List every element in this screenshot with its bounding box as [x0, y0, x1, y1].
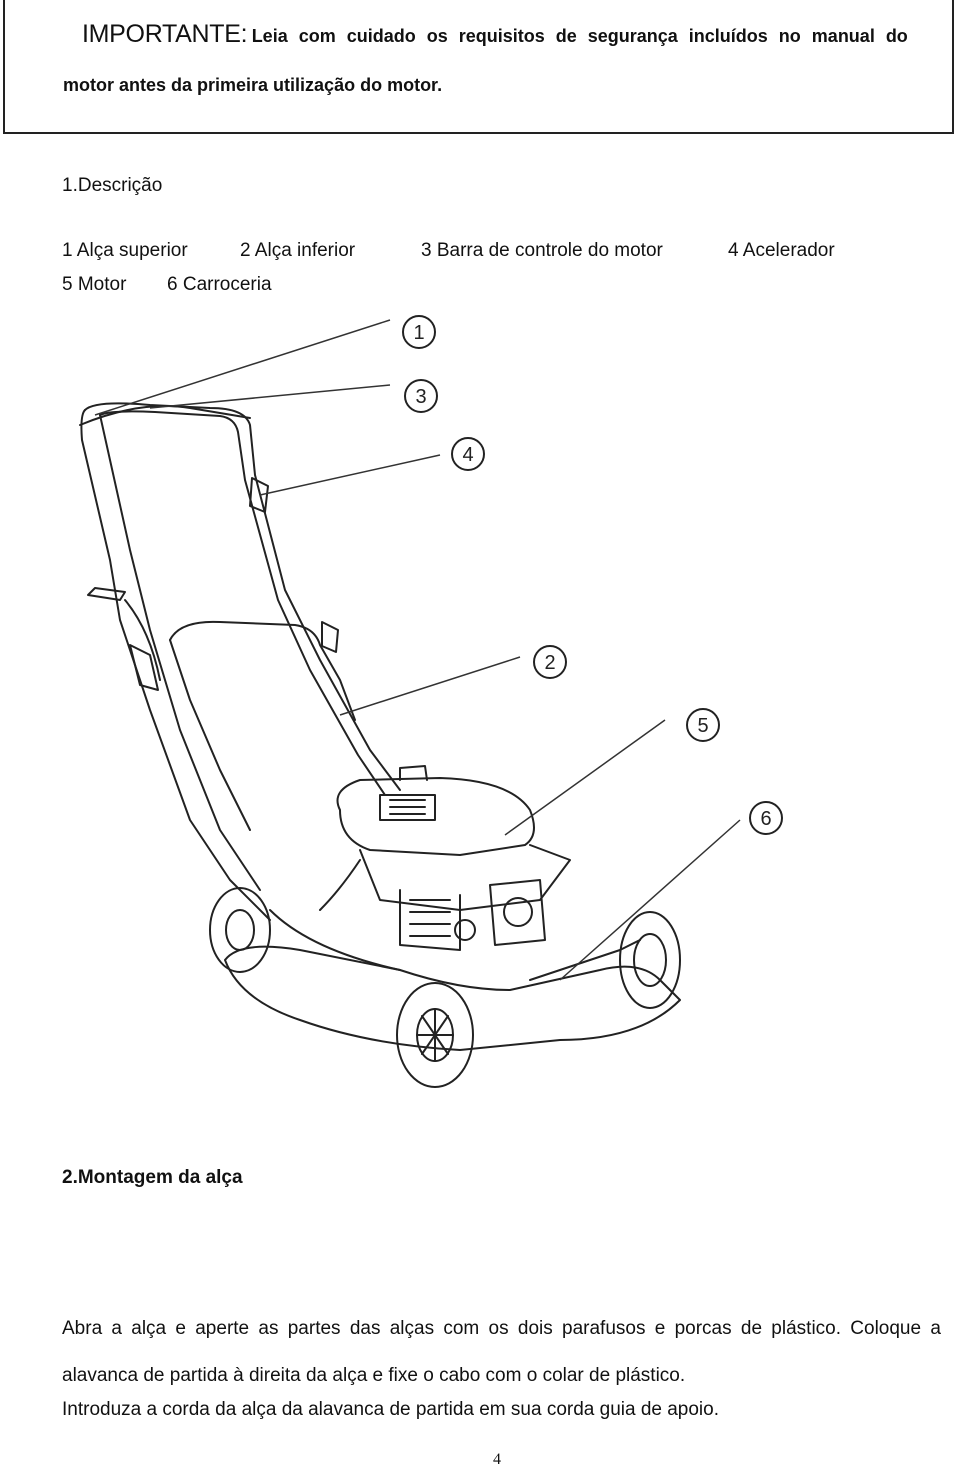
callout-3-label: 3 [415, 386, 426, 408]
engine-control-bar [79, 405, 251, 426]
front-right-wheel [619, 911, 681, 1009]
notice-line-2: motor antes da primeira utilização do mo… [63, 75, 443, 95]
parts-list-row-1: 1 Alça superior 2 Alça inferior 3 Barra de… [62, 240, 835, 262]
part-2: 2 Alça inferior [240, 240, 356, 261]
callout-2: 2 [533, 645, 567, 679]
callout-5: 5 [686, 708, 720, 742]
parts-list-row-2: 5 Motor 6 Carroceria [62, 274, 272, 296]
section-2-title: 2.Montagem da alça [62, 1167, 243, 1188]
part-4: 4 Acelerador [728, 240, 835, 261]
section-1-title: 1.Descrição [62, 175, 163, 196]
part-5: 5 Motor [62, 274, 127, 295]
callout-6: 6 [749, 801, 783, 835]
lower-handle [169, 620, 356, 721]
callout-3: 3 [404, 379, 438, 413]
callout-6-label: 6 [760, 808, 771, 830]
callout-2-label: 2 [544, 652, 555, 674]
rear-left-wheel [209, 887, 271, 973]
notice-text: Leia com cuidado os requisitos de segura… [251, 26, 908, 46]
callout-5-label: 5 [697, 715, 708, 737]
assembly-paragraph-line-1: Abra a alça e aperte as partes das alças… [62, 1318, 941, 1339]
front-left-wheel [396, 982, 474, 1088]
important-notice-box: IMPORTANTE: Leia com cuidado os requisit… [3, 0, 954, 134]
part-6: 6 Carroceria [167, 274, 272, 295]
engine [336, 777, 535, 856]
part-3: 3 Barra de controle do motor [421, 240, 663, 261]
assembly-paragraph-line-2: alavanca de partida à direita da alça e … [62, 1365, 686, 1386]
notice-line-1: IMPORTANTE: Leia com cuidado os requisit… [82, 20, 908, 49]
callout-1: 1 [402, 315, 436, 349]
assembly-paragraph-line-3: Introduza a corda da alça da alavanca de… [62, 1399, 720, 1420]
throttle-lever [87, 587, 126, 601]
callout-4: 4 [451, 437, 485, 471]
callout-4-label: 4 [462, 444, 473, 466]
part-1: 1 Alça superior [62, 240, 188, 261]
callout-1-label: 1 [413, 322, 424, 344]
lawn-mower-diagram: 1 3 4 2 5 6 [79, 315, 783, 1088]
upper-handle [80, 409, 271, 921]
notice-label: IMPORTANTE: [82, 20, 248, 48]
page-number: 4 [493, 1451, 501, 1468]
